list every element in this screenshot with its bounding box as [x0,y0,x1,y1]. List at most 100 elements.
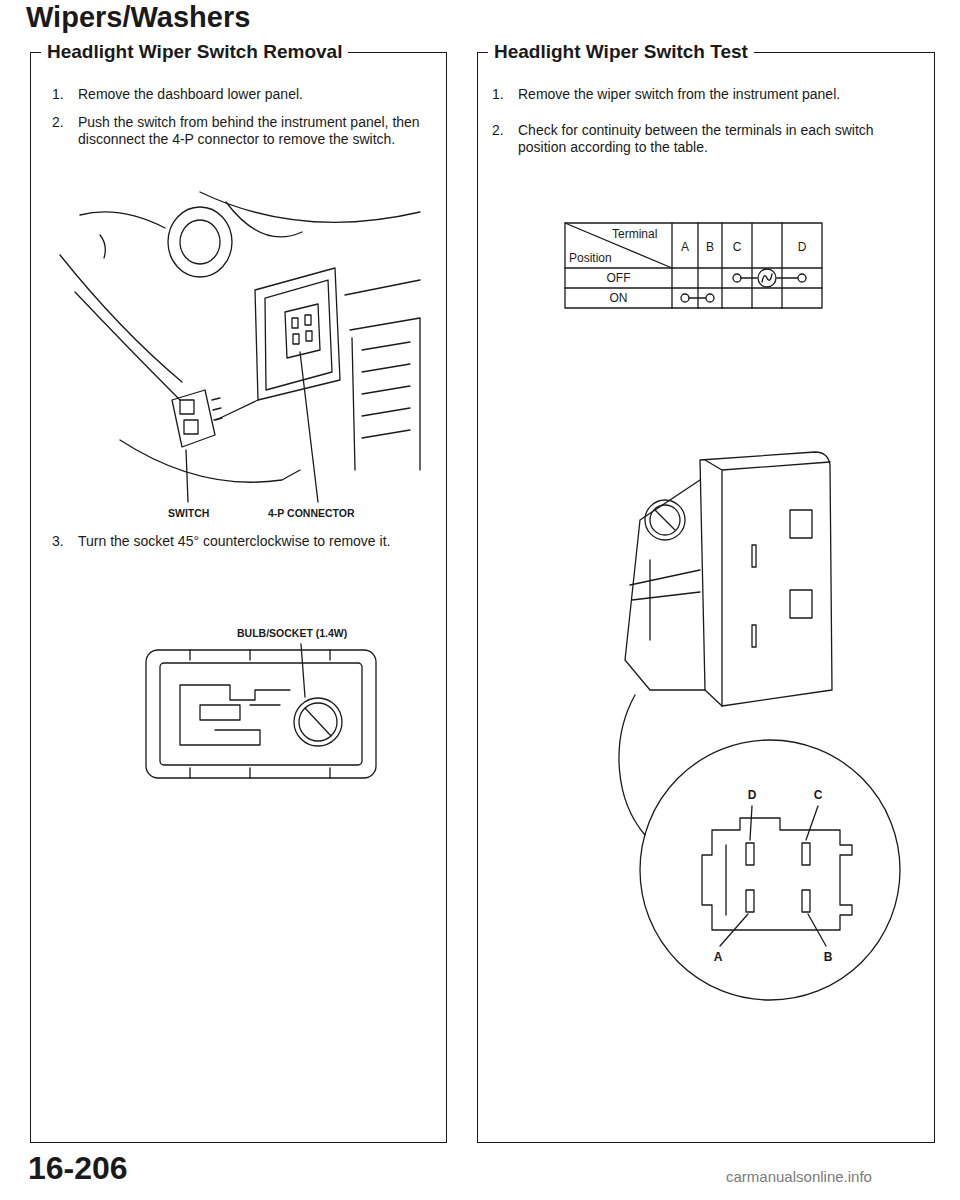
line-art-stroke [200,192,420,222]
line-art-stroke [802,890,810,912]
switch-position: OFF [565,271,672,285]
line-art-stroke [565,268,822,288]
section-panel: Headlight Wiper Switch Removal [30,52,447,1143]
step-number: 1. [52,86,72,103]
continuity-table-grid [565,223,822,308]
line-art-stroke [180,685,290,745]
step-text: Remove the dashboard lower panel. [78,86,428,103]
step-text: Turn the socket 45° counterclockwise to … [78,533,428,550]
line-art-stroke [672,223,782,308]
line-art-stroke [802,843,810,865]
line-art-stroke [60,255,182,382]
line-art-stroke [180,220,220,264]
line-art-stroke [265,280,332,390]
step-text: Check for continuity between the termina… [518,122,918,156]
pin-name: C [811,788,825,802]
line-art-stroke [746,890,754,912]
line-art-stroke [172,390,215,447]
line-art-stroke [352,338,355,470]
page-title: Wipers/Washers [26,0,250,34]
line-art-stroke [293,334,299,344]
part-callout: SWITCH [168,507,209,520]
part-callout: BULB/SOCKET (1.4W) [237,627,347,640]
line-art-stroke [625,480,705,690]
line-art-stroke [630,560,700,640]
line-art-stroke [733,274,741,282]
line-art-stroke [689,297,706,298]
line-art-stroke [350,318,420,470]
terminal-name: B [698,240,722,254]
pin-name: A [711,950,725,964]
bulb-socket-drawing [146,644,376,778]
line-art-stroke [705,460,830,706]
part-callout: 4-P CONNECTOR [268,507,355,520]
line-art-stroke [216,400,258,420]
line-art-stroke [345,280,420,295]
line-art-stroke [762,274,772,282]
line-art-stroke [305,708,331,736]
watermark: carmanualsonline.info [726,1168,872,1186]
line-art-stroke [300,352,318,502]
line-art-stroke [160,663,362,765]
line-art-stroke [700,452,832,706]
connector-inset [640,740,900,1000]
line-art-stroke [168,207,232,277]
line-art-stroke [306,331,312,341]
step-text: Remove the wiper switch from the instrum… [518,86,918,103]
line-art-stroke [655,510,675,530]
line-art-stroke [292,318,298,328]
line-art-stroke [746,843,754,865]
switch-position: ON [565,291,672,305]
step-number: 3. [52,533,72,550]
line-art-stroke [681,294,689,302]
line-art-stroke [645,500,685,540]
line-art-stroke [758,269,776,287]
line-art-stroke [565,223,672,268]
dashboard-illustration [60,192,420,502]
section-heading: Headlight Wiper Switch Test [488,40,754,64]
line-art-stroke [640,740,900,1000]
line-art-stroke [702,818,852,930]
line-art-stroke [725,845,726,915]
line-art-stroke [186,450,188,502]
line-art-stroke [212,398,222,420]
line-art-stroke [706,294,714,302]
line-art-stroke [798,274,806,282]
line-art-stroke [120,440,300,482]
step-text: Push the switch from behind the instrume… [78,114,428,148]
page-number: 16-206 [28,1150,128,1186]
line-art-stroke [100,235,105,258]
line-art-stroke [75,292,180,400]
terminal-name: A [672,240,698,254]
terminal-name: C [722,240,752,254]
line-art-stroke [255,268,340,400]
step-number: 2. [52,114,72,131]
line-art-stroke [790,590,812,618]
line-art-stroke [190,650,330,778]
section-heading: Headlight Wiper Switch Removal [41,40,348,64]
line-art-stroke [650,505,680,535]
line-art-stroke [362,342,410,438]
line-art-stroke [301,644,305,697]
line-art-stroke [790,510,812,538]
line-art-stroke [180,400,194,414]
table-header: Position [569,251,629,265]
line-art-stroke [305,315,311,325]
line-art-stroke [294,698,342,746]
line-art-stroke [752,625,756,647]
line-art-stroke [619,695,645,835]
line-art-stroke [720,806,826,946]
line-art-stroke [565,223,822,308]
line-art-stroke [752,545,756,567]
section-panel: Headlight Wiper Switch Test [477,52,935,1143]
line-art-stroke [299,703,337,741]
pin-name: D [745,788,759,802]
line-art-stroke [285,304,320,358]
pin-name: B [821,950,835,964]
step-number: 1. [492,86,512,103]
table-header: Terminal [612,227,668,241]
line-art-stroke [226,202,302,237]
line-art-stroke [184,420,198,434]
